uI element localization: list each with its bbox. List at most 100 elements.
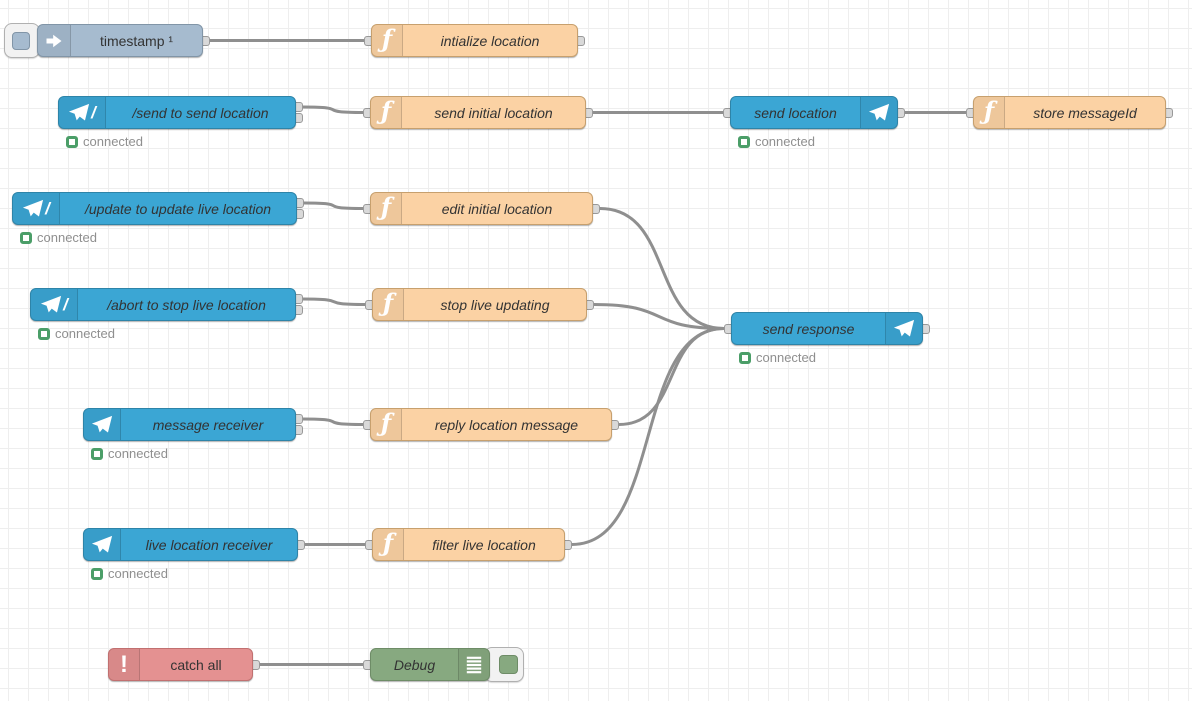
node-receiver[interactable]: message receiver	[83, 408, 296, 441]
node-catch[interactable]: ! catch all	[108, 648, 253, 681]
wire[interactable]	[598, 207, 726, 330]
node-status: connected	[20, 230, 97, 245]
telegram-plane-icon	[91, 415, 113, 433]
node-reply[interactable]: ƒ reply location message	[370, 408, 612, 441]
debug-icon	[458, 649, 489, 680]
telegram-plane-icon	[893, 319, 915, 337]
function-f-icon: ƒ	[380, 192, 392, 221]
node-send_location[interactable]: send location	[730, 96, 898, 129]
slash-icon: /	[63, 294, 68, 314]
catch-exclamation-icon: !	[120, 650, 128, 678]
wire[interactable]	[617, 327, 726, 426]
function-icon: ƒ	[371, 97, 402, 128]
node-label: catch all	[170, 656, 222, 673]
debug-lines-icon	[466, 656, 482, 673]
wire[interactable]	[301, 297, 367, 306]
node-status: connected	[91, 446, 168, 461]
inject-icon	[38, 25, 71, 56]
status-label: connected	[756, 350, 816, 365]
node-stop[interactable]: ƒ stop live updating	[372, 288, 587, 321]
telegram-icon	[84, 529, 121, 560]
telegram-plane-icon	[41, 295, 62, 313]
node-label: stop live updating	[440, 296, 550, 313]
status-label: connected	[37, 230, 97, 245]
function-f-icon: ƒ	[983, 96, 995, 125]
wire[interactable]	[301, 417, 365, 426]
node-status: connected	[738, 134, 815, 149]
wire[interactable]	[302, 201, 365, 210]
node-label: /abort to stop live location	[107, 296, 266, 313]
node-update_cmd[interactable]: / /update to update live location	[12, 192, 297, 225]
status-label: connected	[755, 134, 815, 149]
node-status: connected	[38, 326, 115, 341]
slash-icon: /	[91, 102, 96, 122]
function-icon: ƒ	[371, 193, 402, 224]
node-live_receiver[interactable]: live location receiver	[83, 528, 298, 561]
node-label: send initial location	[434, 104, 553, 121]
node-debug[interactable]: Debug	[370, 648, 490, 681]
status-connected-icon	[20, 231, 32, 244]
catch-icon: !	[109, 649, 140, 680]
wire[interactable]	[301, 105, 365, 114]
node-status: connected	[66, 134, 143, 149]
debug-toggle-face	[499, 655, 518, 674]
telegram-command-icon: /	[31, 289, 78, 320]
node-label: send location	[754, 104, 837, 121]
status-connected-icon	[91, 567, 103, 580]
inject-button[interactable]	[4, 23, 40, 58]
status-label: connected	[83, 134, 143, 149]
status-connected-icon	[739, 351, 751, 364]
node-timestamp[interactable]: timestamp ¹	[37, 24, 203, 57]
telegram-plane-icon	[91, 535, 113, 553]
status-label: connected	[108, 566, 168, 581]
node-send_initial[interactable]: ƒ send initial location	[370, 96, 586, 129]
function-f-icon: ƒ	[381, 24, 393, 53]
function-icon: ƒ	[373, 289, 404, 320]
function-f-icon: ƒ	[380, 96, 392, 125]
inject-button-face	[12, 32, 30, 50]
node-response[interactable]: send response	[731, 312, 923, 345]
node-label: timestamp ¹	[99, 32, 174, 49]
node-label: live location receiver	[145, 536, 273, 553]
telegram-plane-icon	[868, 103, 890, 121]
node-label: message receiver	[152, 416, 264, 433]
function-f-icon: ƒ	[382, 288, 394, 317]
node-abort_cmd[interactable]: / /abort to stop live location	[30, 288, 296, 321]
status-connected-icon	[38, 327, 50, 340]
function-f-icon: ƒ	[382, 528, 394, 557]
node-label: edit initial location	[441, 200, 553, 217]
status-connected-icon	[738, 135, 750, 148]
function-icon: ƒ	[371, 409, 402, 440]
telegram-icon	[84, 409, 121, 440]
telegram-plane-icon	[23, 199, 44, 217]
node-label: send response	[762, 320, 855, 337]
node-label: reply location message	[434, 416, 579, 433]
debug-toggle-button[interactable]	[484, 647, 524, 682]
node-status: connected	[739, 350, 816, 365]
node-label: /update to update live location	[84, 200, 272, 217]
node-label: intialize location	[440, 32, 540, 49]
wire[interactable]	[592, 303, 726, 330]
slash-icon: /	[45, 198, 50, 218]
node-send_cmd[interactable]: / /send to send location	[58, 96, 296, 129]
node-label: store messageId	[1033, 104, 1137, 121]
status-connected-icon	[91, 447, 103, 460]
status-label: connected	[55, 326, 115, 341]
function-icon: ƒ	[974, 97, 1005, 128]
telegram-plane-icon	[69, 103, 90, 121]
status-label: connected	[108, 446, 168, 461]
status-connected-icon	[66, 135, 78, 148]
node-init[interactable]: ƒ intialize location	[371, 24, 578, 57]
telegram-icon	[860, 97, 897, 128]
node-label: Debug	[393, 656, 436, 673]
node-store[interactable]: ƒ store messageId	[973, 96, 1166, 129]
wire[interactable]	[570, 327, 726, 546]
node-status: connected	[91, 566, 168, 581]
function-f-icon: ƒ	[380, 408, 392, 437]
node-edit[interactable]: ƒ edit initial location	[370, 192, 593, 225]
telegram-command-icon: /	[13, 193, 60, 224]
node-label: /send to send location	[132, 104, 269, 121]
